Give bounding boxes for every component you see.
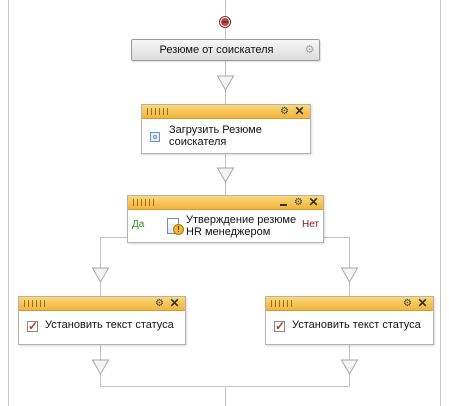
warning-icon: ! — [173, 224, 184, 235]
drag-handle-icon[interactable] — [24, 300, 48, 307]
arrow-down-no — [340, 267, 359, 284]
minimize-icon[interactable] — [278, 197, 289, 208]
close-icon[interactable]: ✕ — [417, 296, 428, 310]
start-block-resume[interactable]: Резюме от соискателя ⚙ — [131, 39, 320, 61]
gear-icon[interactable]: ⚙ — [294, 197, 303, 208]
start-block-title: Резюме от соискателя — [159, 44, 274, 56]
block-header[interactable]: ⚙ ✕ — [142, 105, 310, 119]
approval-block-title: Утверждение резюме HR менеджером — [186, 214, 297, 238]
block-header[interactable]: ⚙ ✕ — [19, 297, 185, 311]
left-status-block[interactable]: ⚙ ✕ Установить текст статуса — [18, 296, 186, 345]
canvas-right-edge — [440, 0, 441, 406]
arrow-down-left-end — [91, 359, 110, 376]
gear-icon[interactable]: ⚙ — [304, 44, 315, 56]
arrow-down-2 — [216, 167, 235, 184]
left-status-title: Установить текст статуса — [45, 319, 174, 331]
start-node-core — [221, 18, 229, 26]
canvas-left-edge — [8, 0, 9, 406]
block-header[interactable]: ⚙ ✕ — [128, 196, 323, 210]
gear-icon[interactable]: ⚙ — [403, 298, 412, 309]
gear-icon[interactable]: ⚙ — [155, 298, 164, 309]
right-status-title: Установить текст статуса — [292, 319, 421, 331]
branch-no-label: Нет — [301, 219, 319, 230]
approval-block[interactable]: ⚙ ✕ Да Нет ! Утверждение резюме HR менед… — [127, 195, 324, 243]
activity-icon — [150, 132, 160, 142]
drag-handle-icon[interactable] — [133, 199, 157, 206]
arrow-down-1 — [216, 75, 235, 92]
checkbox-icon — [274, 319, 285, 333]
start-node-icon[interactable] — [219, 16, 231, 28]
right-status-block[interactable]: ⚙ ✕ Установить текст статуса — [265, 296, 434, 345]
drag-handle-icon[interactable] — [147, 108, 171, 115]
arrow-down-right-end — [340, 359, 359, 376]
branch-yes-label: Да — [132, 219, 145, 230]
gear-icon[interactable]: ⚙ — [280, 106, 289, 117]
close-icon[interactable]: ✕ — [308, 195, 319, 209]
block-header[interactable]: ⚙ ✕ — [266, 297, 433, 311]
drag-handle-icon[interactable] — [271, 300, 295, 307]
arrow-down-yes — [91, 267, 110, 284]
upload-block-title: Загрузить Резюме соискателя — [169, 124, 262, 148]
upload-resume-block[interactable]: ⚙ ✕ Загрузить Резюме соискателя — [141, 104, 311, 154]
close-icon[interactable]: ✕ — [294, 104, 305, 118]
checkbox-icon — [27, 319, 38, 333]
close-icon[interactable]: ✕ — [169, 296, 180, 310]
